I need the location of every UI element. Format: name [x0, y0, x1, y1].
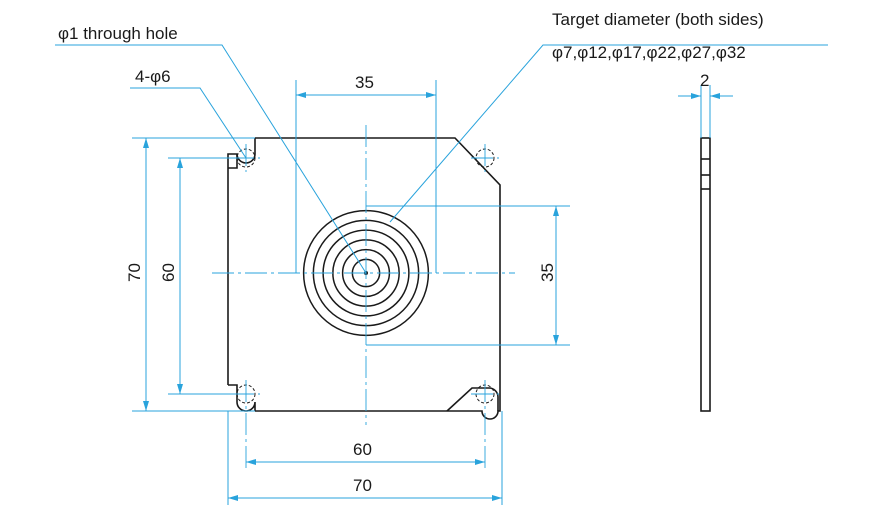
- label-target-values: φ7,φ12,φ17,φ22,φ27,φ32: [552, 43, 746, 62]
- leader-mount-holes: [130, 87, 247, 159]
- center-lines: [212, 125, 515, 470]
- notch-bottom-right: [446, 387, 499, 412]
- label-dim-left-60: 60: [159, 263, 178, 282]
- side-plate-outline: [700, 137, 711, 412]
- leader-through-hole: [55, 44, 367, 274]
- label-dim-bottom-60: 60: [353, 440, 372, 459]
- plate-front-view: [227, 137, 501, 420]
- plate-side-view: [678, 85, 733, 412]
- label-target-title: Target diameter (both sides): [552, 10, 764, 29]
- label-dim-bottom-70: 70: [353, 476, 372, 495]
- label-thickness: 2: [700, 71, 709, 90]
- leader-target-diameter: [389, 44, 828, 223]
- plate-outline: [227, 137, 501, 420]
- label-dim-left-70: 70: [125, 263, 144, 282]
- label-mount-holes: 4-φ6: [135, 67, 171, 86]
- notch-bottom-left: [228, 384, 256, 412]
- label-dim-top-35: 35: [355, 73, 374, 92]
- dimension-lines: [55, 44, 828, 505]
- labels: φ1 through hole 4-φ6 Target diameter (bo…: [58, 10, 764, 495]
- label-dim-right-35: 35: [538, 263, 557, 282]
- notch-edge-top-left: [228, 154, 238, 169]
- label-through-hole: φ1 through hole: [58, 24, 178, 43]
